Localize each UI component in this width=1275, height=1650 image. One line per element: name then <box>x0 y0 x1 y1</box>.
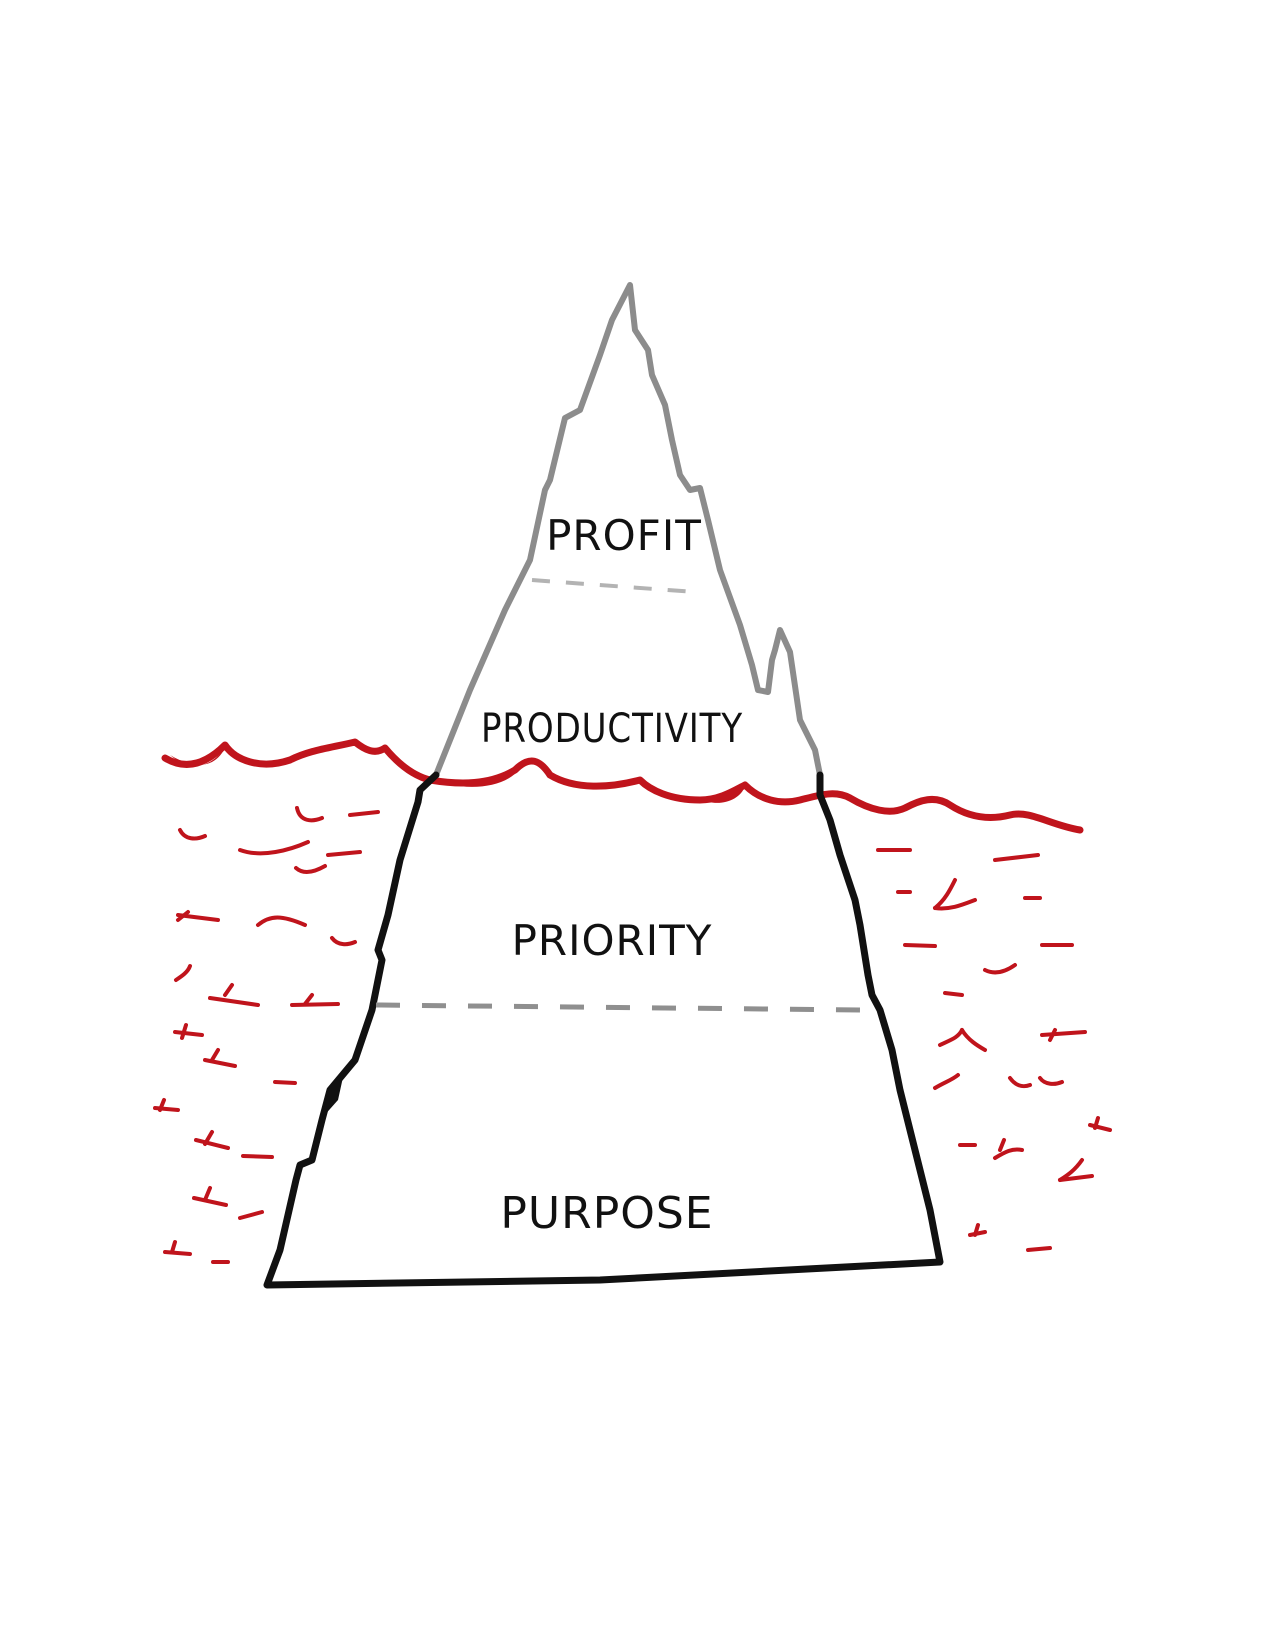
ripple <box>998 1138 1006 1152</box>
divider-profit-productivity <box>531 578 696 594</box>
ripple <box>303 993 314 1006</box>
ripple <box>1058 1174 1094 1182</box>
water-surface-line <box>161 738 1084 834</box>
iceberg-base-outline <box>263 771 944 1289</box>
ripple <box>294 864 327 874</box>
ripple <box>238 1210 264 1220</box>
ripple <box>933 878 957 910</box>
ripple <box>241 1154 274 1159</box>
ripple <box>348 810 380 817</box>
ripple <box>960 1028 987 1052</box>
layer-label-productivity: PRODUCTIVITY <box>481 706 743 752</box>
ripple <box>1026 1246 1052 1252</box>
ripple <box>933 1073 960 1090</box>
ripple <box>170 1240 177 1254</box>
water-wave-blob <box>170 748 225 766</box>
ripple <box>203 1130 214 1146</box>
ripple <box>178 828 207 841</box>
iceberg-shadow-left <box>322 1068 345 1118</box>
ripple <box>173 1030 204 1037</box>
layer-label-priority: PRIORITY <box>512 916 713 965</box>
ripple <box>180 1023 188 1040</box>
layer-label-profit: PROFIT <box>546 511 702 560</box>
ripple <box>194 1138 230 1150</box>
ripple <box>903 943 937 948</box>
ripple <box>938 1028 964 1047</box>
ripple <box>1038 1076 1064 1086</box>
ripple <box>330 936 357 947</box>
ripple <box>273 1080 297 1085</box>
ripple <box>256 915 307 927</box>
water-ripples-left <box>153 806 380 1264</box>
ripple <box>933 898 977 911</box>
ripple <box>203 1058 237 1068</box>
ripple <box>158 1098 166 1112</box>
ripple <box>176 910 190 922</box>
ripple <box>326 850 362 857</box>
ripple <box>1093 1116 1100 1130</box>
ripple <box>295 806 324 823</box>
water-wave-blob <box>700 786 745 803</box>
ripple <box>1040 1030 1087 1037</box>
ripple <box>943 991 964 997</box>
ripple <box>1088 1123 1112 1132</box>
ripple <box>1008 1076 1032 1089</box>
ripple <box>192 1196 228 1207</box>
ripple <box>163 1250 192 1256</box>
iceberg-tip-outline <box>433 282 823 778</box>
water-ripples-right <box>876 848 1112 1252</box>
ripple <box>993 853 1040 862</box>
ripple <box>290 1002 340 1007</box>
ripple <box>174 964 192 982</box>
ripple <box>203 1186 212 1202</box>
ripple <box>1048 1028 1057 1042</box>
ripple <box>993 1147 1024 1160</box>
ripple <box>983 963 1017 975</box>
divider-priority-purpose <box>375 1002 866 1013</box>
ripple <box>210 1048 220 1062</box>
water-wave-blob <box>430 768 520 787</box>
layer-label-purpose: PURPOSE <box>500 1188 713 1239</box>
ripple <box>208 996 260 1007</box>
ripple <box>238 840 310 856</box>
ripple <box>223 983 234 997</box>
ripple <box>973 1223 980 1237</box>
